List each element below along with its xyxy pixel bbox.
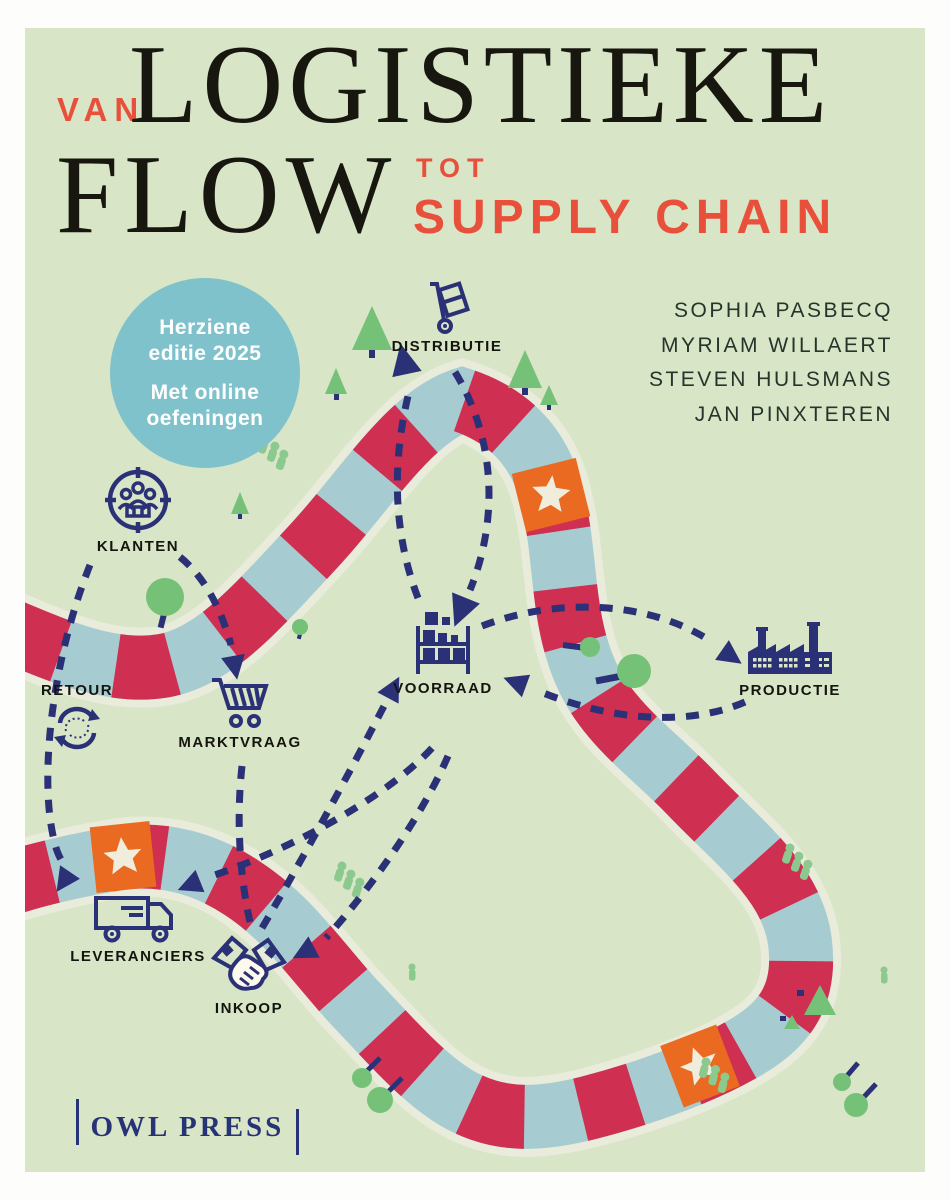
arrow-inkoop-voorraad <box>258 704 388 930</box>
shopping-cart-icon <box>212 678 269 728</box>
arrow-voorraad-distributie <box>393 387 422 600</box>
customers-target-icon <box>105 467 171 533</box>
author-name: JAN PINXTEREN <box>694 402 893 426</box>
round-tree-icon <box>146 578 878 1117</box>
flow-arrows <box>44 370 747 941</box>
arrow-distributie-voorraad <box>452 370 493 592</box>
title-word-logistieke: LOGISTIEKE <box>129 23 833 147</box>
arrow-productie-voorraad <box>534 686 747 721</box>
title-word-flow: FLOW <box>56 133 398 257</box>
edition-badge: Herziene editie 2025 Met online oefening… <box>110 278 300 468</box>
cover-background <box>25 28 925 1172</box>
publisher-logo: OWL PRESS <box>76 1099 299 1155</box>
author-name: STEVEN HULSMANS <box>648 368 893 391</box>
pine-tree-icon <box>231 306 836 1029</box>
star-tile <box>89 821 157 893</box>
node-distributie: DISTRIBUTIE <box>385 280 509 355</box>
handshake-icon <box>210 935 288 991</box>
hand-truck-icon <box>430 281 470 334</box>
node-label: LEVERANCIERS <box>70 948 206 965</box>
node-marktvraag: MARKTVRAAG <box>175 674 305 751</box>
arrow-retour-leveranciers <box>44 563 94 867</box>
node-klanten: KLANTEN <box>78 466 198 555</box>
warehouse-rack-icon <box>416 612 470 674</box>
title-word-supply-chain: SUPPLY CHAIN <box>413 191 838 244</box>
logo-bar <box>296 1109 299 1155</box>
badge-online-text: Met online oefeningen <box>146 380 264 430</box>
node-voorraad: VOORRAAD <box>383 610 503 697</box>
node-label: DISTRIBUTIE <box>391 338 503 355</box>
node-label: VOORRAAD <box>393 680 493 697</box>
title-word-van: VAN <box>57 91 146 128</box>
publisher-name: OWL PRESS <box>90 1110 285 1143</box>
author-name: MYRIAM WILLAERT <box>661 333 893 357</box>
arrow-voorraad-inkoop <box>323 754 452 941</box>
arrow-klanten-marktvraag <box>177 554 235 646</box>
node-retour: RETOUR <box>27 682 127 753</box>
delivery-truck-icon <box>94 896 173 943</box>
node-label: RETOUR <box>40 682 114 699</box>
author-name: SOPHIA PASBECQ <box>673 299 893 322</box>
node-label: MARKTVRAAG <box>178 734 302 751</box>
logo-bar <box>76 1099 79 1145</box>
node-label: KLANTEN <box>96 538 180 555</box>
node-leveranciers: LEVERANCIERS <box>66 890 210 965</box>
factory-icon <box>748 622 832 674</box>
title-word-tot: TOT <box>416 153 491 183</box>
return-arrows-icon <box>54 706 100 750</box>
badge-edition-text: Herziene editie 2025 <box>148 315 262 365</box>
node-label: PRODUCTIE <box>739 682 841 699</box>
node-label: INKOOP <box>214 1000 284 1017</box>
arrow-voorraad-productie <box>480 603 714 645</box>
node-inkoop: INKOOP <box>193 930 305 1017</box>
arrow-marktvraag-inkoop <box>235 765 254 923</box>
star-tile <box>511 457 591 533</box>
game-board-illustration <box>25 306 888 1157</box>
node-productie: PRODUCTIE <box>723 622 857 699</box>
arrow-voorraad-leveranciers <box>210 745 435 880</box>
author-list: SOPHIA PASBECQ MYRIAM WILLAERT STEVEN HU… <box>649 294 893 432</box>
